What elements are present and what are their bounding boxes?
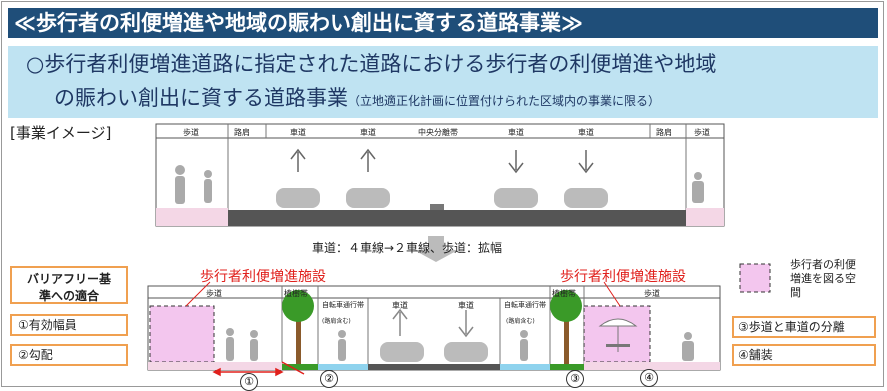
transition-text: 車道：４車線→２車線、歩道：拡幅 bbox=[312, 241, 503, 255]
transition-arrow bbox=[414, 236, 458, 262]
planting-strip-left bbox=[282, 364, 318, 370]
facility-leader-lines bbox=[185, 281, 621, 307]
before-section bbox=[155, 123, 725, 227]
planting-strip-right bbox=[550, 364, 584, 370]
after-roadway bbox=[368, 364, 500, 370]
image-caption: [事業イメージ] bbox=[10, 124, 112, 142]
bike-lane-right bbox=[500, 364, 550, 370]
before-label-median: 中央分離帯 bbox=[418, 128, 458, 137]
cafe-table-icon bbox=[598, 318, 638, 352]
before-label-shoulder-right: 路肩 bbox=[656, 128, 672, 137]
before-sidewalk-left bbox=[156, 208, 228, 226]
legend-text: 歩行者の利便増進を図る空間 bbox=[790, 258, 856, 299]
after-label-bike-right-note: (路肩含む) bbox=[506, 318, 535, 325]
after-label-sidewalk-right: 歩道 bbox=[644, 289, 660, 298]
barrier-free-heading: バリアフリー基準への適合 bbox=[10, 266, 128, 304]
after-sidewalk-left bbox=[148, 362, 282, 370]
tree-right bbox=[550, 290, 582, 364]
subtitle-line-1: ○歩行者利便増進道路に指定された道路における歩行者の利便増進や地域 bbox=[26, 52, 717, 76]
subtitle-box: ○歩行者利便増進道路に指定された道路における歩行者の利便増進や地域 の賑わい創出… bbox=[8, 46, 878, 118]
barrier-free-heading-text: バリアフリー基準への適合 bbox=[26, 272, 111, 303]
legend-swatch bbox=[739, 263, 771, 293]
after-label-lane-1: 車道 bbox=[392, 301, 408, 310]
before-median bbox=[430, 204, 444, 210]
before-label-sidewalk-right: 歩道 bbox=[694, 128, 710, 137]
gradient-indicator bbox=[281, 361, 305, 375]
after-pedestrians bbox=[226, 328, 694, 361]
before-label-sidewalk-left: 歩道 bbox=[183, 128, 199, 137]
before-label-lane-2: 車道 bbox=[360, 128, 376, 137]
pedestrian-space-right bbox=[583, 305, 651, 363]
before-direction-arrows bbox=[290, 148, 594, 174]
before-roadway bbox=[228, 210, 686, 226]
facility-label-left: 歩行者利便増進施設 bbox=[200, 269, 326, 285]
after-label-planting-right: 植樹帯 bbox=[552, 289, 576, 298]
pedestrian-space-left bbox=[149, 305, 215, 363]
subtitle-note: （立地適正化計画に位置付けられた区域内の事業に限る） bbox=[348, 94, 661, 108]
subtitle-line-2: の賑わい創出に資する道路事業（立地適正化計画に位置付けられた区域内の事業に限る） bbox=[54, 82, 660, 112]
marker-1: ① bbox=[240, 373, 258, 391]
before-label-lane-3: 車道 bbox=[508, 128, 524, 137]
before-label-shoulder-left: 路肩 bbox=[234, 128, 250, 137]
after-label-bike-left-note: (路肩含む) bbox=[322, 318, 351, 325]
effective-width-arrow bbox=[212, 367, 284, 377]
before-label-lane-4: 車道 bbox=[578, 128, 594, 137]
tree-left bbox=[282, 290, 314, 364]
bike-lane-left bbox=[318, 364, 368, 370]
after-section bbox=[147, 281, 721, 377]
right-item-1: ③歩道と車道の分離 bbox=[732, 316, 876, 338]
after-label-lane-2: 車道 bbox=[458, 301, 474, 310]
after-label-bike-right: 自転車通行帯 bbox=[504, 301, 546, 309]
after-label-sidewalk-left: 歩道 bbox=[206, 289, 222, 298]
marker-3: ③ bbox=[566, 370, 584, 388]
before-sidewalk-right bbox=[686, 208, 724, 226]
after-label-bike-left: 自転車通行帯 bbox=[322, 301, 364, 309]
after-direction-arrows bbox=[392, 308, 474, 338]
before-label-lane-1: 車道 bbox=[290, 128, 306, 137]
before-pedestrians bbox=[175, 165, 704, 204]
barrier-free-item-2: ②勾配 bbox=[10, 344, 128, 366]
right-item-2: ④舗装 bbox=[732, 344, 876, 366]
marker-2: ② bbox=[320, 370, 338, 388]
subtitle-main-text: の賑わい創出に資する道路事業 bbox=[54, 86, 348, 110]
barrier-free-item-1: ①有効幅員 bbox=[10, 314, 128, 336]
after-cars bbox=[380, 342, 488, 362]
before-cars bbox=[276, 188, 608, 208]
page-title: ≪歩行者の利便増進や地域の賑わい創出に資する道路事業≫ bbox=[8, 8, 878, 38]
facility-label-right: 歩行者利便増進施設 bbox=[560, 269, 686, 285]
marker-4: ④ bbox=[640, 369, 658, 387]
after-label-planting-left: 植樹帯 bbox=[284, 289, 308, 298]
after-sidewalk-right bbox=[584, 362, 720, 370]
